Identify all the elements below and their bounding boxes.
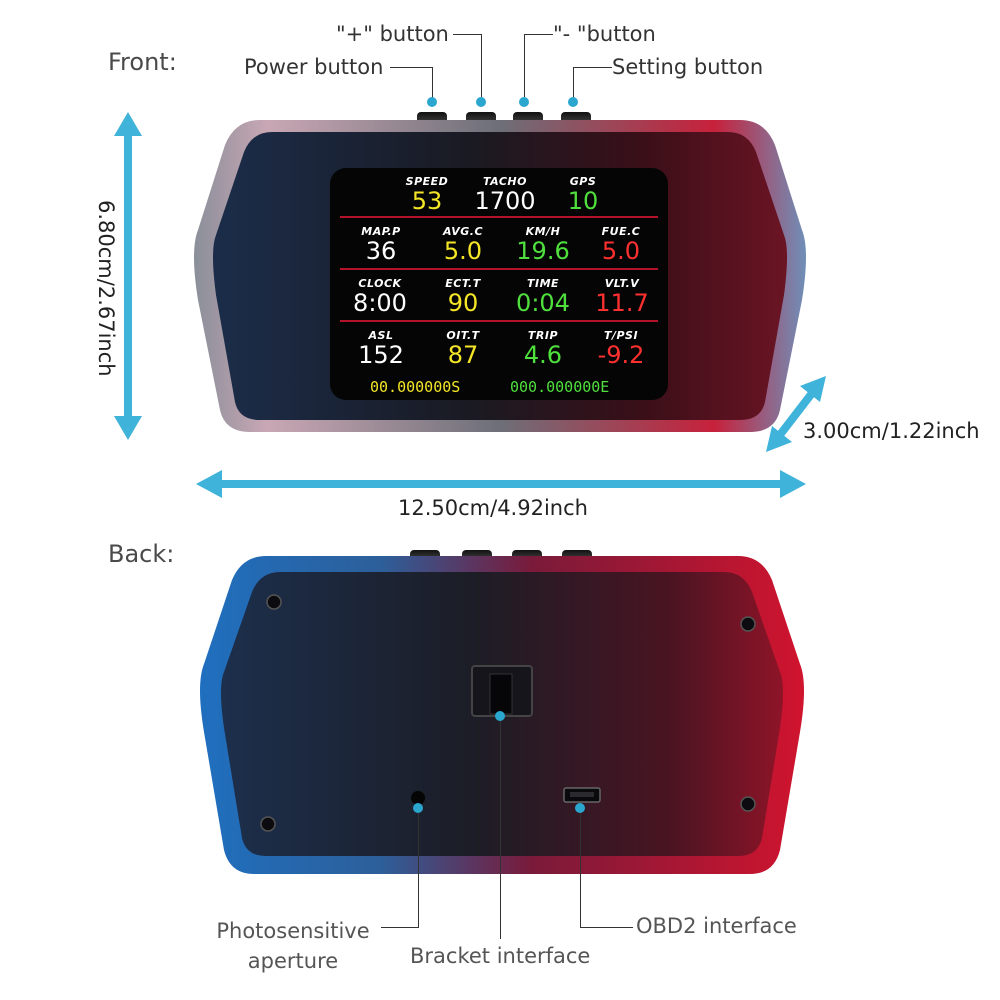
speed-label: SPEED <box>405 175 449 188</box>
front-section-label: Front: <box>108 48 177 76</box>
back-button-1 <box>410 550 440 558</box>
map-p-value: 36 <box>365 237 397 265</box>
back-button-3 <box>512 550 542 558</box>
t-psi-value: -9.2 <box>597 341 645 369</box>
t-psi-cell: T/PSI -9.2 <box>584 329 658 369</box>
photosensitive-leader <box>381 813 419 928</box>
avg-c-value: 5.0 <box>443 237 483 265</box>
fue-c-cell: FUE.C 5.0 <box>584 225 658 265</box>
kmh-label: KM/H <box>525 225 561 238</box>
tacho-cell: TACHO 1700 <box>465 175 545 215</box>
kmh-cell: KM/H 19.6 <box>506 225 580 265</box>
power-leader <box>390 67 433 98</box>
time-value: 0:04 <box>516 289 570 317</box>
divider-1 <box>340 216 658 218</box>
back-button-4 <box>562 550 592 558</box>
gps-cell: GPS 10 <box>548 175 618 215</box>
depth-dimension-label: 3.00cm/1.22inch <box>803 419 980 443</box>
vlt-v-cell: VLT.V 11.7 <box>582 277 662 317</box>
hud-screen: SPEED 53 TACHO 1700 GPS 10 MAP.P 36 AVG.… <box>330 168 668 400</box>
clock-label: CLOCK <box>358 277 402 290</box>
plus-leader <box>453 34 482 97</box>
gps-label: GPS <box>569 175 597 188</box>
bracket-marker <box>495 711 505 721</box>
back-button-2 <box>462 550 492 558</box>
vlt-v-label: VLT.V <box>604 277 640 290</box>
width-dimension-label: 12.50cm/4.92inch <box>398 496 588 520</box>
kmh-value: 19.6 <box>516 237 570 265</box>
divider-3 <box>340 320 658 322</box>
asl-cell: ASL 152 <box>344 329 418 369</box>
obd2-interface-label: OBD2 interface <box>636 914 797 938</box>
trip-cell: TRIP 4.6 <box>506 329 580 369</box>
divider-2 <box>340 268 658 270</box>
time-cell: TIME 0:04 <box>502 277 584 317</box>
speed-cell: SPEED 53 <box>392 175 462 215</box>
avg-c-cell: AVG.C 5.0 <box>426 225 500 265</box>
ect-t-label: ECT.T <box>445 277 481 290</box>
height-dimension-label: 6.80cm/2.67inch <box>94 200 118 377</box>
speed-value: 53 <box>411 187 443 215</box>
minus-leader <box>524 34 553 97</box>
power-button-marker <box>427 97 437 107</box>
map-p-cell: MAP.P 36 <box>344 225 418 265</box>
obd2-marker <box>575 803 585 813</box>
plus-button-label: "+" button <box>336 22 449 46</box>
minus-button-label: "- "button <box>553 22 656 46</box>
obd2-leader <box>580 813 633 928</box>
ect-t-value: 90 <box>447 289 479 317</box>
photosensitive-aperture-label: Photosensitive aperture <box>216 919 370 973</box>
latitude-readout: 00.000000S <box>370 378 461 396</box>
plus-button[interactable] <box>466 112 496 122</box>
tacho-label: TACHO <box>483 175 527 188</box>
gps-value: 10 <box>567 187 599 215</box>
back-section-label: Back: <box>108 540 175 568</box>
power-button-label: Power button <box>244 55 384 79</box>
depth-arrow <box>766 376 826 452</box>
trip-value: 4.6 <box>523 341 563 369</box>
power-button[interactable] <box>417 112 447 122</box>
ect-t-cell: ECT.T 90 <box>426 277 500 317</box>
photosensitive-marker <box>413 803 423 813</box>
asl-label: ASL <box>368 329 394 342</box>
setting-button-marker <box>568 97 578 107</box>
minus-button[interactable] <box>513 112 543 122</box>
bracket-interface-label: Bracket interface <box>410 944 591 968</box>
avg-c-label: AVG.C <box>442 225 484 238</box>
oit-t-label: OIT.T <box>446 329 480 342</box>
height-arrow <box>114 112 142 440</box>
plus-button-marker <box>476 97 486 107</box>
trip-label: TRIP <box>527 329 559 342</box>
time-label: TIME <box>526 277 560 290</box>
vlt-v-value: 11.7 <box>595 289 649 317</box>
setting-leader <box>573 67 612 98</box>
setting-button-label: Setting button <box>612 55 764 79</box>
fue-c-value: 5.0 <box>601 237 641 265</box>
asl-value: 152 <box>358 341 404 369</box>
t-psi-label: T/PSI <box>603 329 639 342</box>
tacho-value: 1700 <box>474 187 536 215</box>
setting-button[interactable] <box>561 112 591 122</box>
minus-button-marker <box>519 97 529 107</box>
width-arrow <box>196 470 806 498</box>
oit-t-value: 87 <box>447 341 479 369</box>
fue-c-label: FUE.C <box>601 225 641 238</box>
map-p-label: MAP.P <box>361 225 401 238</box>
bracket-leader <box>500 721 502 939</box>
clock-value: 8:00 <box>353 289 407 317</box>
oit-t-cell: OIT.T 87 <box>426 329 500 369</box>
clock-cell: CLOCK 8:00 <box>340 277 420 317</box>
longitude-readout: 000.000000E <box>510 378 610 396</box>
